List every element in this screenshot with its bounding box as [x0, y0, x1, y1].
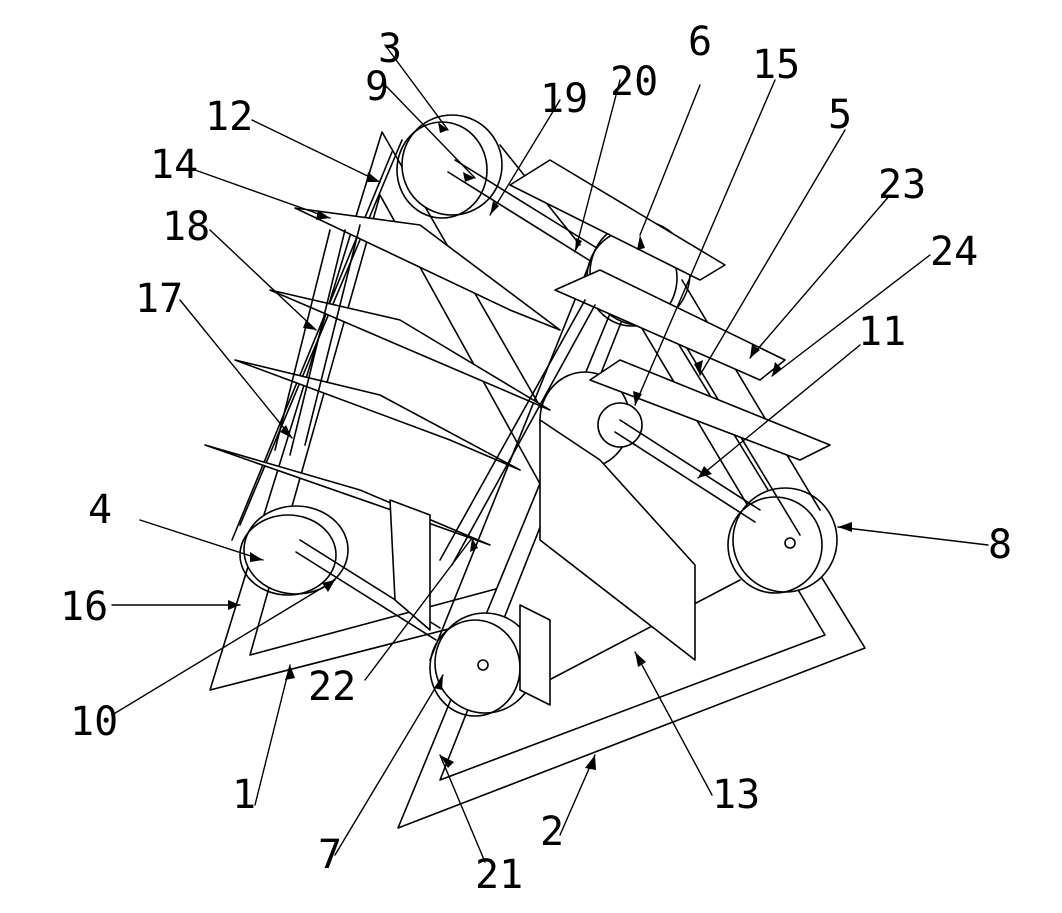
callout-18: 18 [162, 204, 210, 250]
callout-8: 8 [988, 522, 1012, 568]
callout-2: 2 [540, 809, 564, 855]
callout-4: 4 [88, 487, 112, 533]
callout-17: 17 [135, 276, 183, 322]
callout-14: 14 [150, 142, 198, 188]
callout-16: 16 [60, 584, 108, 630]
callout-22: 22 [308, 664, 356, 710]
callout-1: 1 [232, 772, 256, 818]
callout-15: 15 [752, 42, 800, 88]
callout-12: 12 [205, 94, 253, 140]
arrowheads [228, 122, 852, 770]
callout-9: 9 [365, 64, 389, 110]
pulley-top-back [396, 114, 601, 263]
callout-labels: 1 2 3 4 5 6 7 8 9 10 11 12 13 14 15 16 1… [60, 19, 1012, 898]
callout-5: 5 [828, 92, 852, 138]
callout-3: 3 [378, 26, 402, 72]
callout-13: 13 [712, 772, 760, 818]
callout-21: 21 [475, 852, 523, 898]
guide-rods [274, 224, 596, 566]
callout-23: 23 [878, 162, 926, 208]
callout-20: 20 [610, 59, 658, 105]
pulley-left [239, 505, 441, 641]
pulley-right [727, 487, 838, 594]
callout-10: 10 [70, 699, 118, 745]
callout-7: 7 [318, 832, 342, 878]
callout-19: 19 [540, 76, 588, 122]
callout-24: 24 [930, 229, 978, 275]
callout-11: 11 [858, 309, 906, 355]
callout-6: 6 [688, 19, 712, 65]
